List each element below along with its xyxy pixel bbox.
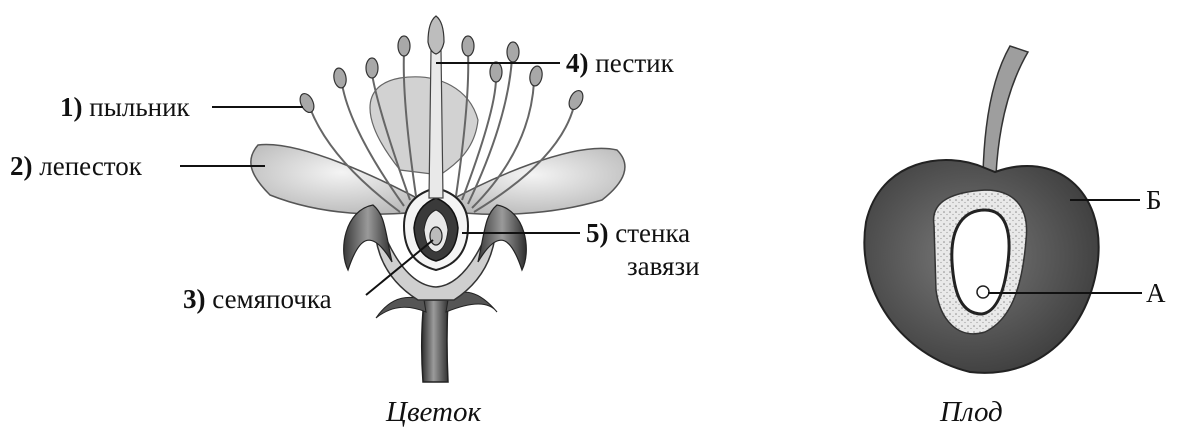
- label-5-text: стенка: [615, 218, 690, 248]
- label-2-petal: 2) лепесток: [10, 151, 142, 181]
- pistil-style: [429, 50, 443, 198]
- label-3-ovule: 3) семяпочка: [183, 284, 332, 314]
- label-2-number: 2): [10, 151, 33, 181]
- label-5-ovary-wall: 5) стенка: [586, 218, 690, 248]
- label-4-number: 4): [566, 48, 589, 78]
- label-3-number: 3): [183, 284, 206, 314]
- label-b: Б: [1146, 185, 1162, 215]
- caption-flower: Цветок: [386, 396, 481, 429]
- fruit-stalk: [983, 46, 1028, 175]
- label-3-text: семяпочка: [212, 284, 331, 314]
- stone-inner: [952, 210, 1009, 314]
- seed: [977, 286, 989, 298]
- label-2-text: лепесток: [39, 151, 142, 181]
- ovule: [430, 227, 442, 245]
- label-5-text-line2: завязи: [627, 251, 700, 281]
- label-a: А: [1146, 278, 1166, 308]
- fruit-illustration: [864, 46, 1098, 373]
- stigma: [428, 16, 444, 54]
- petal-right: [440, 148, 625, 214]
- label-4-text: пестик: [595, 48, 673, 78]
- label-5-number: 5): [586, 218, 609, 248]
- label-1-number: 1): [60, 92, 83, 122]
- label-4-pistil: 4) пестик: [566, 48, 674, 78]
- label-1-anther: 1) пыльник: [60, 92, 190, 122]
- caption-fruit: Плод: [940, 396, 1003, 429]
- label-1-text: пыльник: [89, 92, 189, 122]
